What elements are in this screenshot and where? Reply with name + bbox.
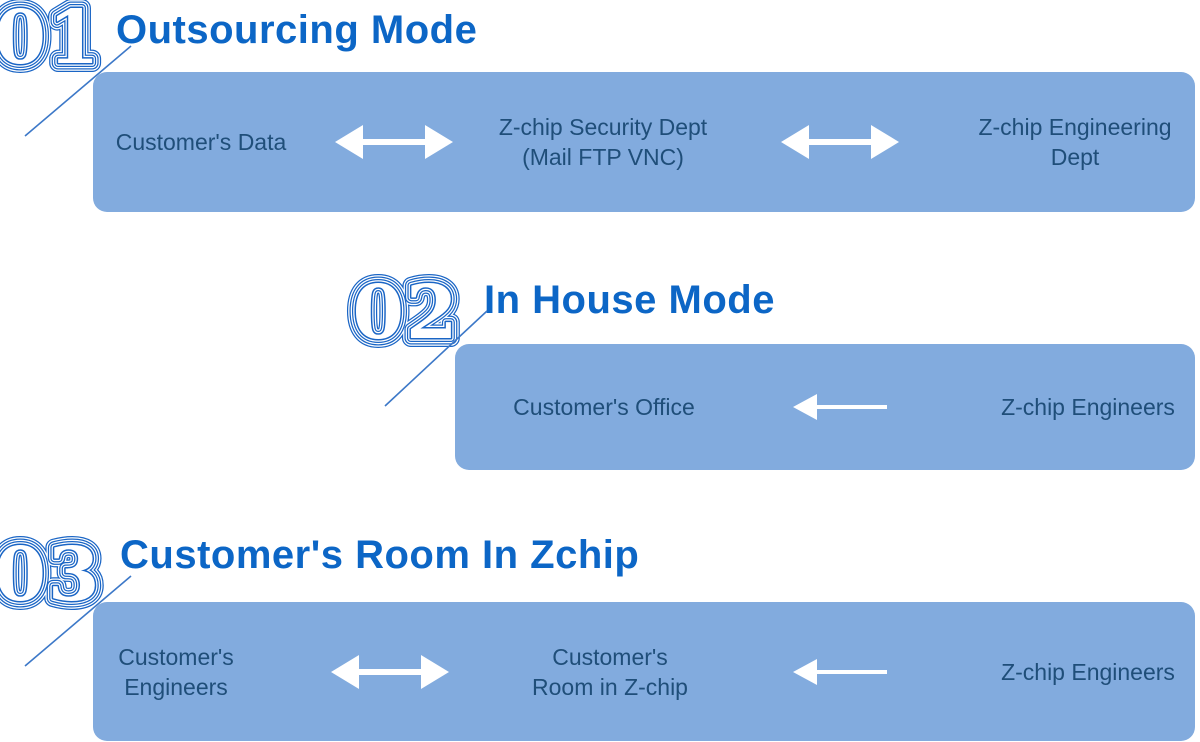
section-03-band: Customer's Engineers Customer's Room in … <box>93 602 1195 741</box>
node-label: Room in Z-chip <box>532 673 688 700</box>
node-zchip-security-dept: Z-chip Security Dept (Mail FTP VNC) <box>499 112 707 172</box>
arrowhead-right <box>871 125 899 159</box>
arrowhead-left <box>793 658 817 685</box>
node-customers-room-in-zchip: Customer's Room in Z-chip <box>532 642 688 702</box>
node-customers-engineers: Customer's Engineers <box>118 642 234 702</box>
section-03-number-icon: 03 <box>0 523 134 638</box>
node-label: Z-chip Engineers <box>1001 658 1175 685</box>
double-arrow-icon <box>331 654 449 689</box>
section-01-number-icon: 01 <box>0 0 134 101</box>
node-label: Customer's Office <box>513 394 695 420</box>
node-label: Engineers <box>124 673 228 700</box>
node-label: Z-chip Engineering <box>978 114 1172 140</box>
arrow-shaft <box>359 668 421 675</box>
arrow-shaft <box>363 139 425 145</box>
arrow-shaft <box>817 669 887 674</box>
section-03-title: Customer's Room In Zchip <box>120 533 640 577</box>
arrowhead-left <box>335 125 363 159</box>
node-label: Z-chip Security Dept <box>498 114 708 140</box>
arrow-shaft <box>809 139 871 145</box>
node-label: Customer's <box>118 643 234 670</box>
node-label: (Mail FTP VNC) <box>522 144 684 170</box>
left-arrow-icon <box>793 658 887 685</box>
arrowhead-left <box>793 394 817 420</box>
node-customers-office: Customer's Office <box>513 392 695 422</box>
arrowhead-left <box>781 125 809 159</box>
left-arrow-icon <box>793 394 887 420</box>
node-label: Customer's <box>552 643 668 670</box>
node-label: Dept <box>1050 144 1100 170</box>
node-zchip-engineers: Z-chip Engineers <box>1001 392 1175 422</box>
node-zchip-engineering-dept: Z-chip Engineering Dept <box>978 112 1171 172</box>
arrowhead-right <box>421 654 449 689</box>
arrowhead-right <box>425 125 453 159</box>
node-label: Customer's Data <box>115 129 287 155</box>
double-arrow-icon <box>781 125 899 159</box>
section-01-title: Outsourcing Mode <box>116 8 478 52</box>
section-01-band: Customer's Data Z-chip Security Dept (Ma… <box>93 72 1195 212</box>
arrowhead-left <box>331 654 359 689</box>
section-02-band: Customer's Office Z-chip Engineers <box>455 344 1195 470</box>
arrow-shaft <box>817 405 887 409</box>
double-arrow-icon <box>335 125 453 159</box>
node-label: Z-chip Engineers <box>1001 394 1175 420</box>
node-zchip-engineers: Z-chip Engineers <box>1001 657 1175 687</box>
node-customers-data: Customer's Data <box>116 127 287 157</box>
section-02-title: In House Mode <box>484 278 775 322</box>
section-02-number-icon: 02 <box>342 261 492 376</box>
